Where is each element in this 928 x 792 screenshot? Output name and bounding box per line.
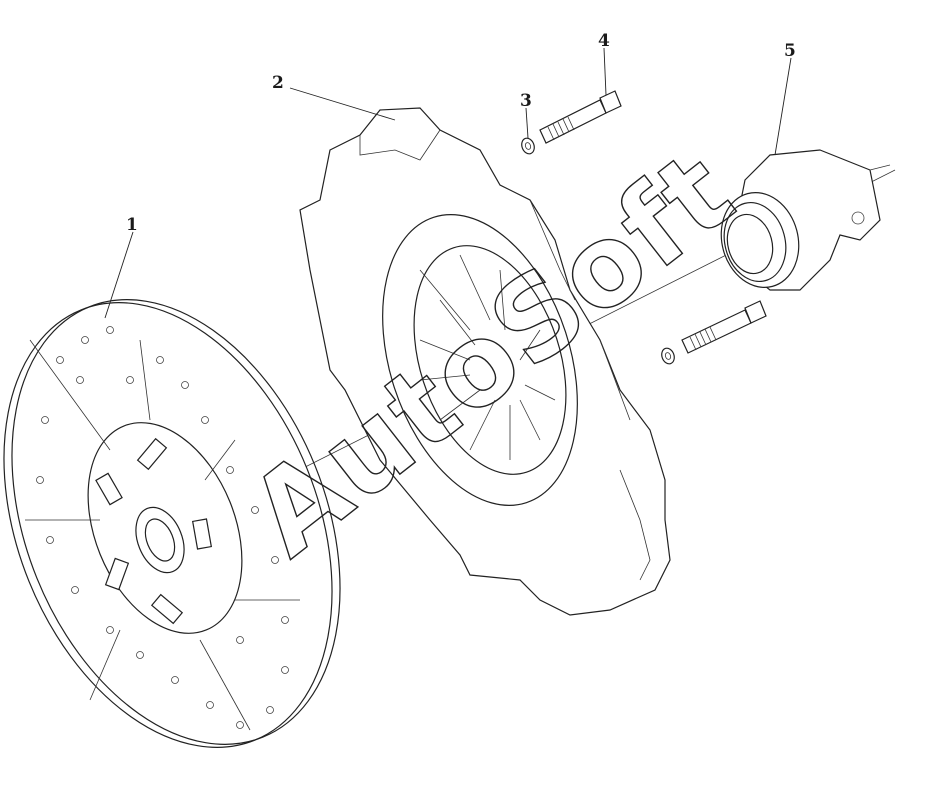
callout-4: 4	[598, 31, 610, 51]
diaphragm-fingers	[419, 254, 556, 460]
bolt-lower	[681, 300, 767, 354]
release-bearing	[720, 149, 891, 291]
clutch-pressure-plate	[299, 107, 671, 616]
bolt-lower-thread	[689, 326, 717, 351]
callout-5: 5	[784, 41, 796, 61]
washer-lower	[661, 347, 675, 365]
damper-springs	[95, 437, 213, 625]
callout-3: 3	[520, 91, 532, 111]
washer-upper	[521, 137, 535, 155]
bolt-upper	[539, 90, 622, 144]
bolt-upper-thread	[547, 116, 575, 141]
leader-lines	[104, 47, 792, 319]
callout-2: 2	[272, 73, 284, 93]
callout-1: 1	[126, 215, 138, 235]
rivet-holes	[36, 326, 289, 729]
clutch-disc	[3, 299, 341, 748]
